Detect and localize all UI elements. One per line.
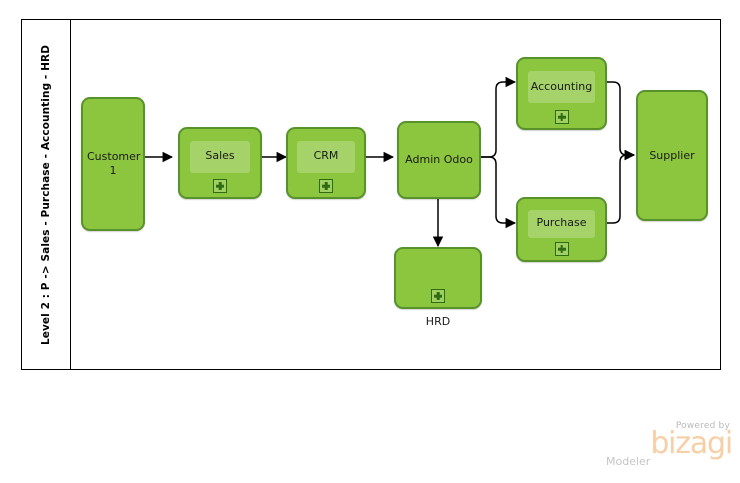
watermark-product: Modeler [606, 455, 651, 468]
node-supplier-label: Supplier [649, 148, 695, 162]
node-purchase[interactable]: Purchase [516, 197, 607, 262]
node-customer[interactable]: Customer 1 [81, 97, 145, 231]
node-admin-odoo-label: Admin Odoo [405, 153, 473, 166]
node-sales-label: Sales [205, 149, 235, 163]
node-crm-label: CRM [313, 149, 339, 163]
node-accounting-label: Accounting [530, 79, 593, 93]
node-admin-odoo[interactable]: Admin Odoo [397, 121, 481, 199]
node-customer-label-line2: 1 [109, 164, 117, 177]
bizagi-logo: bizagi [650, 426, 733, 461]
subprocess-plus-icon[interactable] [213, 179, 227, 193]
node-sales[interactable]: Sales [178, 127, 262, 199]
node-hrd[interactable] [394, 247, 482, 309]
node-customer-label: Customer 1 [83, 150, 143, 178]
node-purchase-label: Purchase [536, 216, 587, 230]
watermark-powered-by: Powered by [675, 421, 730, 431]
bizagi-watermark: Powered by bizagi Modeler [600, 421, 733, 477]
node-customer-label-line1: Customer [87, 150, 141, 163]
node-supplier[interactable]: Supplier [636, 90, 708, 221]
node-hrd-label: HRD [425, 315, 451, 328]
subprocess-plus-icon[interactable] [554, 110, 569, 124]
lane-title: Level 2 : P -> Sales - Purchase - Accoun… [40, 44, 52, 345]
node-accounting[interactable]: Accounting [516, 57, 607, 130]
lane-header: Level 2 : P -> Sales - Purchase - Accoun… [22, 20, 71, 369]
subprocess-plus-icon[interactable] [319, 179, 333, 193]
node-crm[interactable]: CRM [286, 127, 366, 199]
subprocess-plus-icon[interactable] [431, 289, 445, 303]
subprocess-plus-icon[interactable] [554, 242, 569, 256]
